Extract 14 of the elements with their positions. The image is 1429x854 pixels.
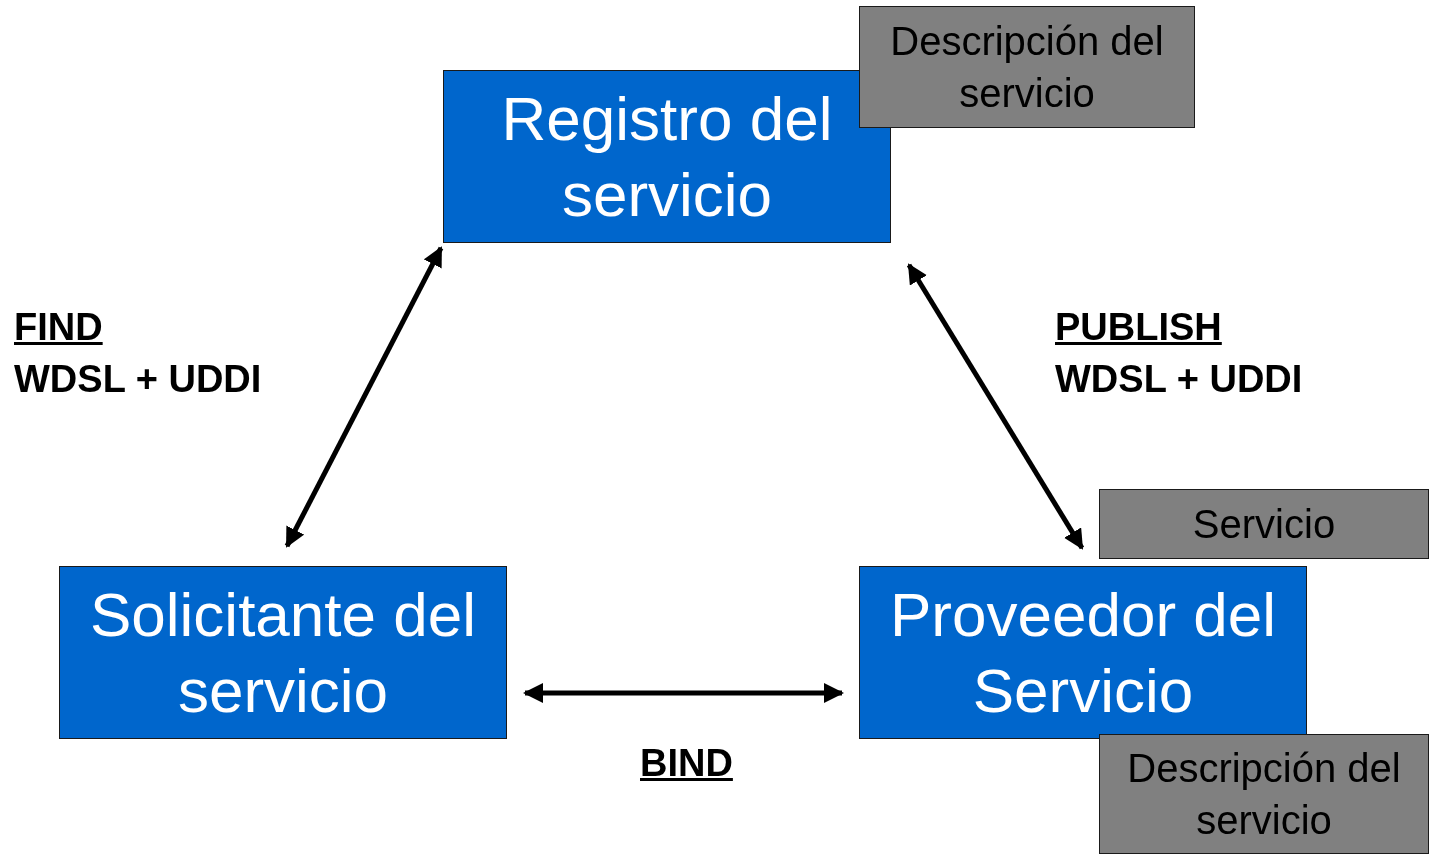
description-box: Descripción del servicio (859, 6, 1195, 128)
operation-label: PUBLISH (1055, 306, 1222, 349)
provider-box: Proveedor del Servicio (859, 566, 1307, 739)
description-box: Descripción del servicio (1099, 734, 1429, 854)
registry-box: Registro del servicio (443, 70, 891, 243)
service-box: Servicio (1099, 489, 1429, 559)
double-arrow (906, 263, 1085, 550)
operation-label: FIND (14, 306, 103, 349)
protocol-label: WDSL + UDDI (14, 358, 262, 401)
operation-label: BIND (640, 742, 733, 785)
protocol-label: WDSL + UDDI (1055, 358, 1303, 401)
double-arrow (284, 246, 444, 548)
double-arrow (523, 683, 844, 703)
requester-box: Solicitante del servicio (59, 566, 507, 739)
